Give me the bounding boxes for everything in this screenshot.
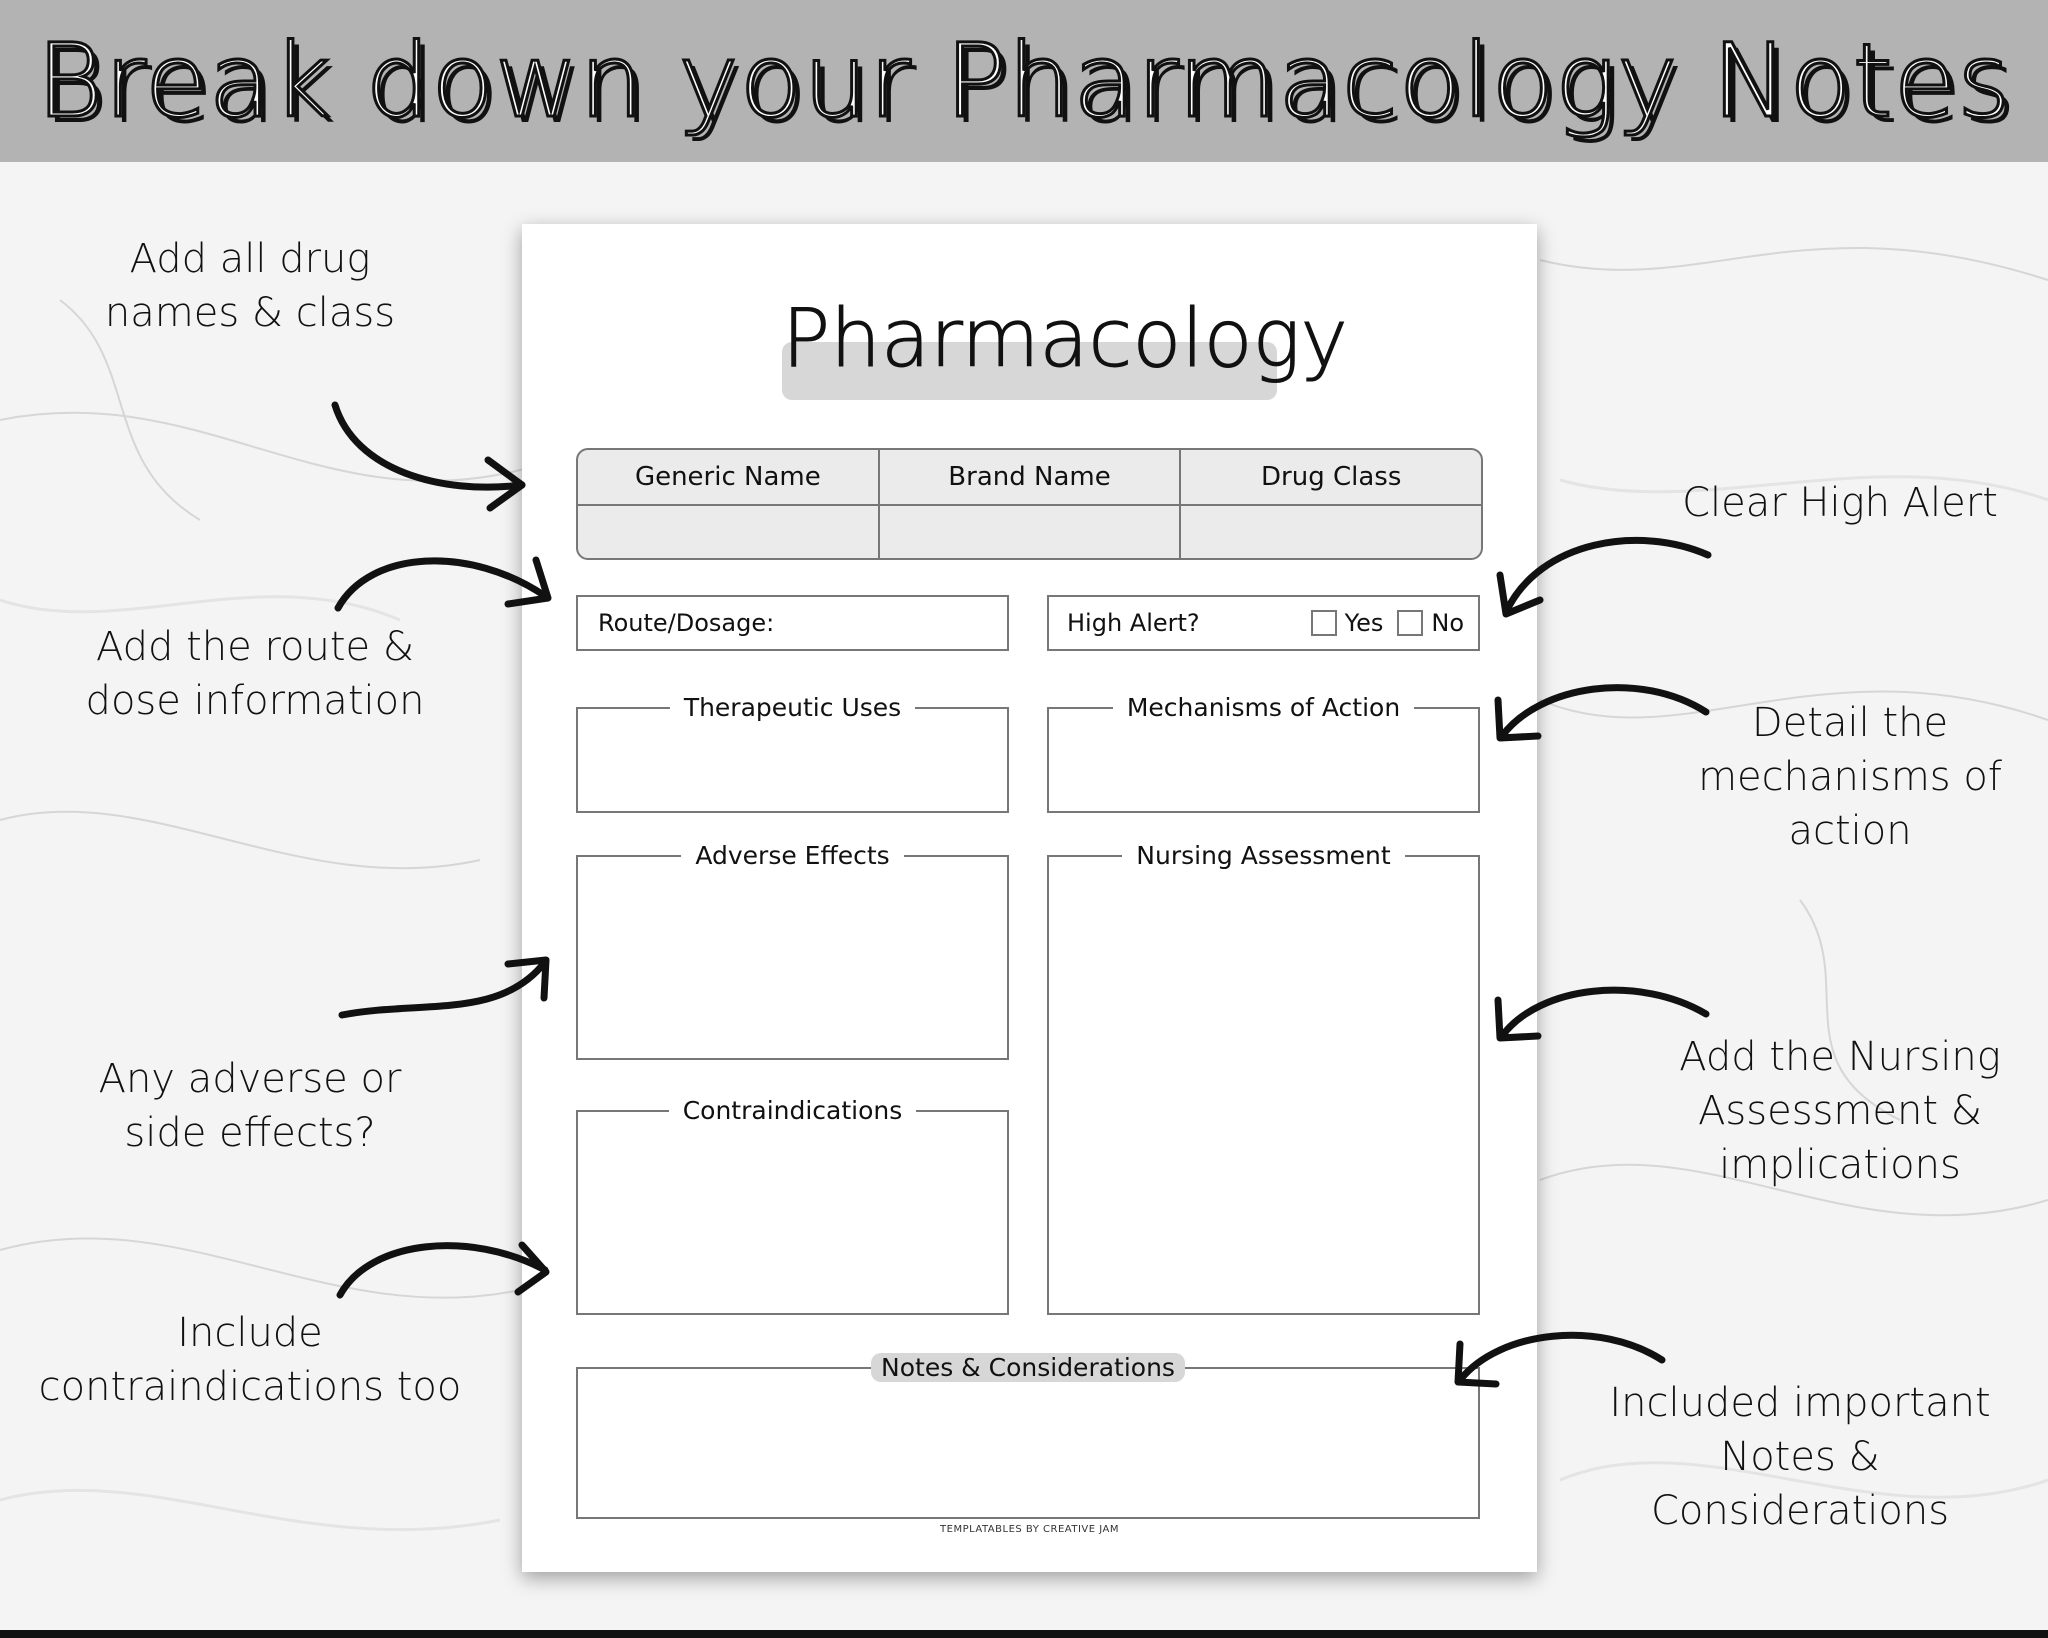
drug-class-header: Drug Class	[1261, 462, 1402, 492]
route-dosage-label: Route/Dosage:	[598, 609, 775, 637]
high-alert-yes-checkbox[interactable]	[1310, 610, 1337, 636]
annotation-line: Detail the	[1751, 700, 1949, 746]
annotation-route-dose: Add the route & dose information	[60, 620, 450, 728]
adverse-effects-heading: Adverse Effects	[681, 841, 904, 870]
worksheet-title-block: Pharmacology	[782, 284, 1349, 400]
route-dosage-field[interactable]: Route/Dosage:	[576, 595, 1009, 651]
adverse-effects-section[interactable]: Adverse Effects	[576, 841, 1009, 1060]
annotation-nursing: Add the Nursing Assessment & implication…	[1640, 1030, 2040, 1192]
annotation-line: Include	[177, 1310, 323, 1356]
notes-considerations-heading: Notes & Considerations	[871, 1353, 1185, 1382]
mechanisms-of-action-section[interactable]: Mechanisms of Action	[1047, 693, 1480, 813]
annotation-line: names & class	[104, 290, 396, 336]
high-alert-yes-label: Yes	[1344, 609, 1384, 637]
annotation-line: Assessment &	[1698, 1088, 1982, 1134]
nursing-assessment-section[interactable]: Nursing Assessment	[1047, 841, 1480, 1315]
annotation-adverse-effects: Any adverse or side effects?	[60, 1052, 440, 1160]
drug-name-header-row: Generic Name Brand Name Drug Class	[578, 450, 1481, 504]
annotation-line: action	[1788, 808, 1912, 854]
annotation-line: Included important	[1609, 1380, 1991, 1426]
brand-name-header: Brand Name	[880, 450, 1182, 504]
drug-name-value-row	[578, 504, 1481, 558]
annotation-line: Add all drug	[129, 236, 371, 282]
high-alert-no-label: No	[1431, 609, 1464, 637]
therapeutic-uses-heading: Therapeutic Uses	[669, 693, 916, 722]
annotation-mechanisms: Detail the mechanisms of action	[1660, 696, 2040, 858]
bottom-rule	[0, 1630, 2048, 1638]
pharmacology-worksheet: Pharmacology Generic Name Brand Name Dru…	[522, 224, 1537, 1572]
banner-title: Break down your Pharmacology Notes	[35, 20, 2012, 142]
brand-name-field[interactable]	[880, 506, 1182, 558]
therapeutic-uses-section[interactable]: Therapeutic Uses	[576, 693, 1009, 813]
high-alert-field: High Alert? Yes No	[1047, 595, 1480, 651]
contraindications-section[interactable]: Contraindications	[576, 1096, 1009, 1315]
annotation-line: contraindications too	[38, 1364, 462, 1410]
drug-class-field[interactable]	[1181, 506, 1481, 558]
contraindications-heading: Contraindications	[668, 1096, 917, 1125]
annotation-line: Notes &	[1720, 1434, 1880, 1480]
annotation-line: side effects?	[124, 1110, 376, 1156]
annotation-line: dose information	[85, 678, 425, 724]
annotation-line: Considerations	[1650, 1488, 1950, 1534]
nursing-assessment-heading: Nursing Assessment	[1122, 841, 1405, 870]
annotation-line: Any adverse or	[98, 1056, 402, 1102]
annotation-contraindications: Include contraindications too	[30, 1306, 470, 1414]
annotation-notes: Included important Notes & Consideration…	[1580, 1376, 2020, 1538]
drug-name-table: Generic Name Brand Name Drug Class	[576, 448, 1483, 560]
annotation-line: mechanisms of	[1698, 754, 2002, 800]
annotation-drug-names: Add all drug names & class	[60, 232, 440, 340]
annotation-line: Clear High Alert	[1682, 480, 1998, 526]
worksheet-title: Pharmacology	[782, 292, 1349, 386]
notes-considerations-section[interactable]: Notes & Considerations	[576, 1353, 1480, 1519]
annotation-line: Add the route &	[95, 624, 415, 670]
generic-name-field[interactable]	[578, 506, 880, 558]
annotation-high-alert: Clear High Alert	[1640, 476, 2040, 530]
generic-name-header: Generic Name	[578, 450, 880, 504]
annotation-line: Add the Nursing	[1679, 1034, 2001, 1080]
annotation-line: implications	[1719, 1142, 1961, 1188]
credit-text: TEMPLATABLES BY CREATIVE JAM	[940, 1524, 1119, 1535]
header-banner: Break down your Pharmacology Notes	[0, 0, 2048, 162]
title-highlight	[782, 342, 1277, 400]
mechanisms-of-action-heading: Mechanisms of Action	[1112, 693, 1415, 722]
high-alert-no-checkbox[interactable]	[1397, 610, 1424, 636]
high-alert-label: High Alert?	[1067, 609, 1200, 637]
